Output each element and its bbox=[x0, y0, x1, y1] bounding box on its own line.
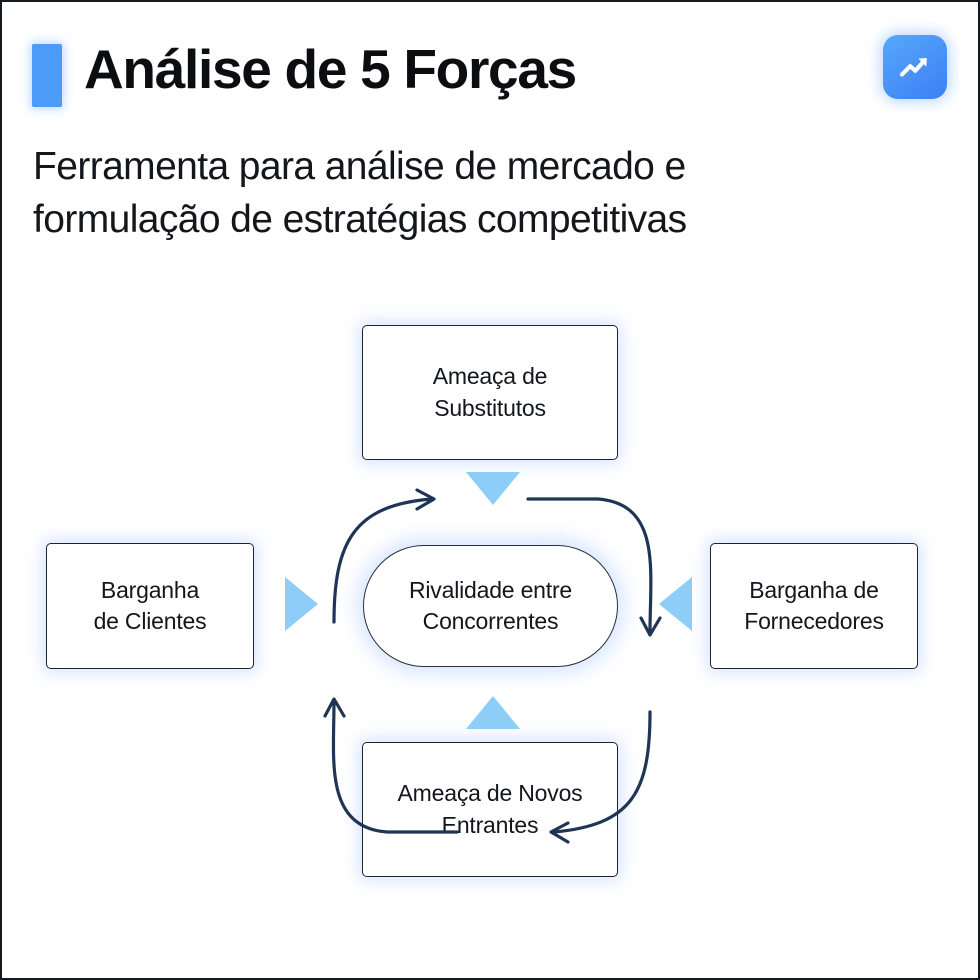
center-node-rivalry[interactable]: Rivalidade entre Concorrentes bbox=[363, 545, 618, 667]
page-subtitle: Ferramenta para análise de mercado e for… bbox=[33, 141, 893, 246]
triangle-down-icon bbox=[466, 472, 520, 505]
page-subtitle-line-2: formulação de estratégias competitivas bbox=[33, 197, 687, 241]
force-box-left-line-1: Barganha bbox=[100, 576, 200, 603]
page-subtitle-line-1: Ferramenta para análise de mercado e bbox=[33, 145, 686, 188]
page-title: Análise de 5 Forças bbox=[84, 38, 577, 100]
triangle-right-icon bbox=[285, 577, 318, 631]
force-box-top-line-1: Ameaça de bbox=[432, 363, 548, 390]
force-box-top-line-2: Substitutos bbox=[434, 394, 546, 421]
force-box-bottom-line-1: Ameaça de Novos bbox=[397, 780, 583, 807]
five-forces-diagram: Ameaça de Substitutos Ameaça de Novos En… bbox=[2, 292, 978, 932]
trending-up-icon bbox=[883, 35, 947, 99]
force-box-right-line-1: Barganha de bbox=[749, 576, 879, 603]
triangle-up-icon bbox=[466, 696, 520, 729]
triangle-left-icon bbox=[659, 577, 692, 631]
force-box-right-line-2: Fornecedores bbox=[744, 608, 884, 634]
force-box-left-line-2: de Clientes bbox=[93, 608, 207, 634]
force-box-left[interactable]: Barganha de Clientes bbox=[46, 543, 254, 669]
force-box-bottom[interactable]: Ameaça de Novos Entrantes bbox=[362, 742, 618, 877]
title-accent-bar bbox=[32, 44, 62, 107]
force-box-bottom-line-2: Entrantes bbox=[441, 811, 539, 838]
force-box-right[interactable]: Barganha de Fornecedores bbox=[710, 543, 918, 669]
center-node-line-2: Concorrentes bbox=[422, 608, 559, 634]
force-box-top[interactable]: Ameaça de Substitutos bbox=[362, 325, 618, 460]
center-node-line-1: Rivalidade entre bbox=[408, 576, 572, 603]
